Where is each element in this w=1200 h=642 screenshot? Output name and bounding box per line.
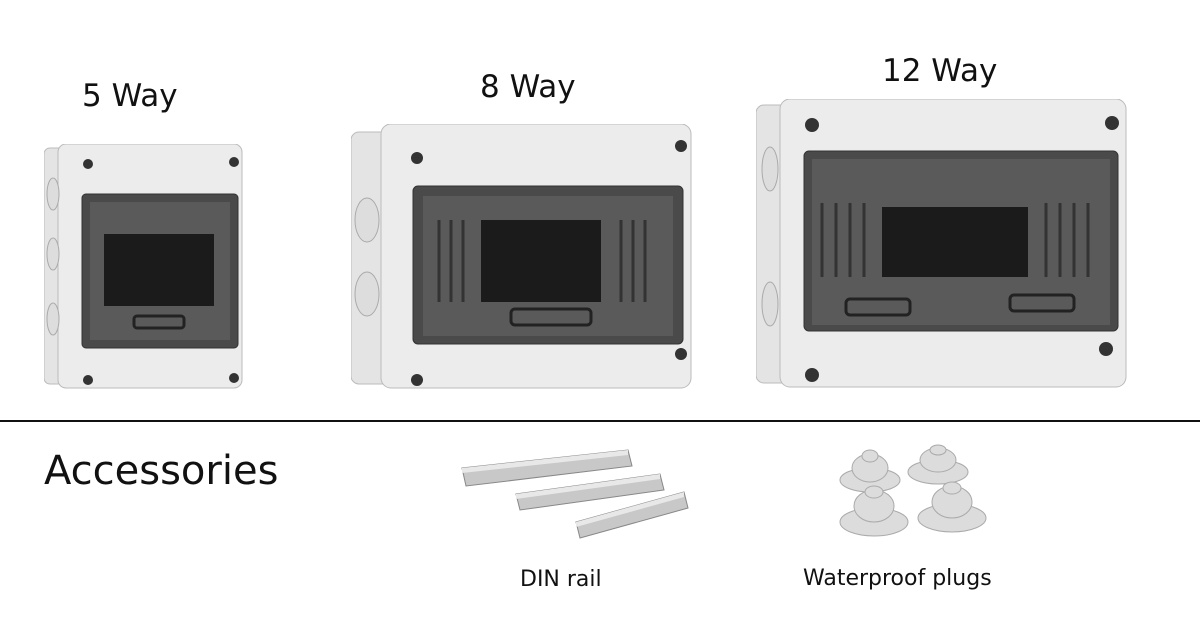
waterproof-plugs-caption: Waterproof plugs — [803, 566, 992, 591]
enclosure-5-way-image — [44, 144, 243, 389]
waterproof-plugs-image — [839, 444, 987, 537]
enclosure-8-way-image — [351, 124, 692, 389]
din-rail-caption: DIN rail — [520, 567, 602, 592]
din-rail-image — [461, 449, 689, 539]
product-label-12-way: 12 Way — [882, 53, 998, 89]
product-label-8-way: 8 Way — [480, 69, 576, 105]
section-divider — [0, 420, 1200, 422]
enclosure-12-way-image — [756, 99, 1127, 388]
product-label-5-way: 5 Way — [82, 78, 178, 114]
accessories-heading: Accessories — [44, 448, 279, 494]
